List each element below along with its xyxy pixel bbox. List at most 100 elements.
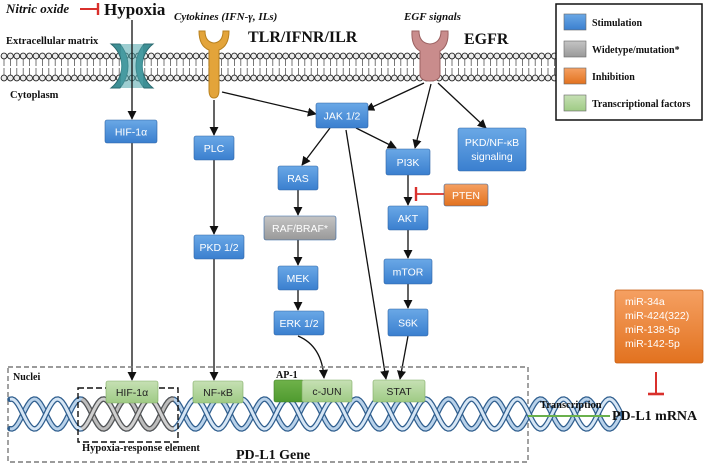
node-box: [277, 265, 319, 291]
hre-label: Hypoxia-response element: [82, 443, 200, 454]
node-box: [193, 135, 235, 161]
cytoplasm-label: Cytoplasm: [10, 90, 59, 101]
edge-jak-ras: [301, 127, 331, 166]
node-pi3k: PI3K: [385, 148, 431, 176]
node-box: [387, 308, 429, 337]
node-label: S6K: [398, 318, 418, 330]
node-box: [315, 102, 369, 129]
node-box: [263, 215, 337, 241]
edge-egfr-pi3k: [412, 83, 432, 149]
node-label: ERK 1/2: [279, 318, 318, 330]
node-box: [193, 234, 245, 260]
nucleus-border: [7, 366, 529, 463]
pdl1-gene-label: PD-L1 Gene: [236, 448, 310, 463]
edge-jak-stat: [345, 129, 390, 380]
ap1-label: AP-1: [276, 370, 298, 381]
node-label: PI3K: [397, 157, 420, 169]
node-erk: ERK 1/2: [273, 310, 325, 336]
mirna-item: miR-138-5p: [625, 324, 680, 336]
nucleus-label: Nuclei: [13, 372, 40, 383]
edge-egfr-jak: [365, 82, 425, 111]
tf-nfkb: NF-κB: [192, 380, 244, 404]
mirna-item: miR-424(322): [625, 310, 689, 322]
node-box: [387, 205, 429, 231]
node-label: HIF-1α: [115, 127, 147, 139]
node-box: [383, 258, 433, 285]
header-labels: Nitric oxide Hypoxia Cytokines (IFN-γ, I…: [5, 0, 509, 48]
pathway-edges: [127, 20, 487, 381]
legend-item: Widetype/mutation*: [563, 40, 680, 58]
node-label: PKD 1/2: [199, 242, 238, 254]
mirna-item: miR-142-5p: [625, 338, 680, 350]
node-label: AKT: [398, 213, 419, 225]
node-label: RAS: [287, 173, 309, 185]
tf-ap1-cjun: c-JUN: [273, 379, 353, 403]
node-box: [457, 127, 527, 172]
tlr-receptor-label: TLR/IFNR/ILR: [248, 29, 358, 46]
node-pten: PTEN: [443, 183, 489, 207]
legend-label: Inhibition: [592, 72, 635, 83]
node-jak12: JAK 1/2: [315, 102, 369, 129]
legend-swatch: [563, 67, 587, 85]
mirna-item: miR-34a: [625, 296, 665, 308]
cytokines-label: Cytokines (IFN-γ, ILs): [174, 11, 277, 23]
node-label: PTEN: [452, 190, 480, 202]
node-box: [273, 310, 325, 336]
node-box: [385, 148, 431, 176]
mirna-inhibit-arrow: [648, 372, 664, 396]
node-pkd12: PKD 1/2: [193, 234, 245, 260]
node-box: [443, 183, 489, 207]
legend-swatch: [563, 40, 587, 58]
tf-hif1a: HIF-1α: [105, 380, 159, 404]
extracellular-matrix-label: Extracellular matrix: [6, 36, 99, 47]
node-label: mTOR: [393, 267, 424, 279]
node-label: RAF/BRAF*: [272, 223, 328, 235]
node-mek: MEK: [277, 265, 319, 291]
node-label: JAK 1/2: [324, 111, 361, 123]
legend-item: Inhibition: [563, 67, 635, 85]
nitric-oxide-inhibit-arrow: [80, 3, 100, 15]
edge-s6k-stat: [397, 335, 409, 380]
pten-inhibit-arrow: [414, 187, 444, 201]
node-akt: AKT: [387, 205, 429, 231]
legend-label: Transcriptional factors: [592, 99, 691, 110]
legend-item: Transcriptional factors: [563, 94, 691, 112]
transcription-label: Transcription: [540, 400, 602, 411]
node-box: [104, 119, 158, 144]
legend-label: Stimulation: [592, 18, 642, 29]
node-box: [277, 165, 319, 191]
mirna-box: miR-34a miR-424(322) miR-138-5p miR-142-5p: [614, 289, 704, 364]
edge-erk-cjun: [297, 335, 329, 379]
tf-label: c-JUN: [312, 386, 341, 398]
pdl1-mrna-label: PD-L1 mRNA: [612, 409, 698, 424]
tlr-receptor-icon: [198, 30, 230, 99]
edge-jak-pi3k: [355, 127, 397, 149]
node-ras: RAS: [277, 165, 319, 191]
edge-tlr-jak: [221, 91, 317, 117]
egfr-label: EGFR: [464, 31, 509, 48]
tf-label: STAT: [386, 386, 412, 398]
legend-swatch: [563, 94, 587, 112]
node-mtor: mTOR: [383, 258, 433, 285]
node-s6k: S6K: [387, 308, 429, 337]
ap1-segment: [273, 379, 305, 403]
nitric-oxide-label: Nitric oxide: [5, 1, 69, 16]
node-label: MEK: [287, 273, 310, 285]
tf-label: NF-κB: [203, 387, 233, 399]
legend-swatch: [563, 13, 587, 31]
node-raf: RAF/BRAF*: [263, 215, 337, 241]
node-hif1a: HIF-1α: [104, 119, 158, 144]
hypoxia-label: Hypoxia: [104, 0, 166, 19]
node-label: signaling: [471, 151, 513, 163]
node-label: PLC: [204, 143, 225, 155]
tf-stat: STAT: [372, 379, 426, 403]
legend-label: Widetype/mutation*: [592, 45, 680, 56]
egfr-receptor-icon: [411, 30, 449, 82]
legend-item: Stimulation: [563, 13, 642, 31]
nucleus: Nuclei Hypoxia-response element PD-L1 Ge…: [7, 366, 623, 463]
node-plc: PLC: [193, 135, 235, 161]
tf-label: HIF-1α: [116, 387, 148, 399]
